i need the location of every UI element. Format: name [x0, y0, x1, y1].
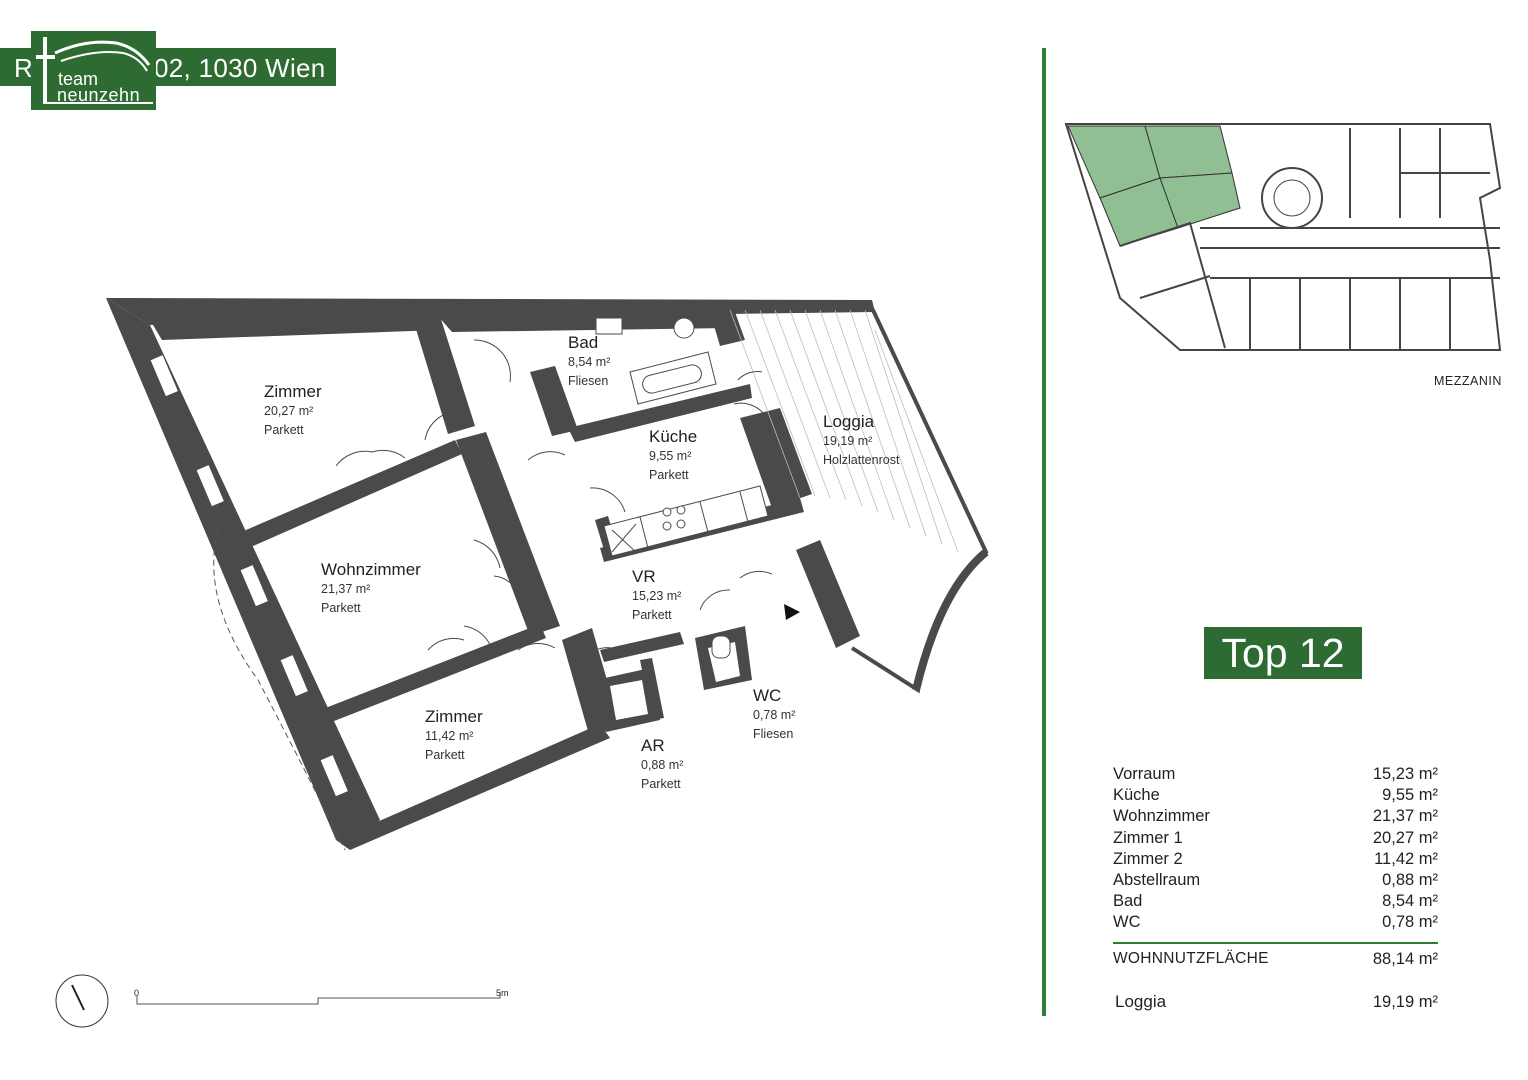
wall-bottom — [336, 724, 610, 850]
wall-wohn-bottom — [300, 624, 546, 732]
keyplan-label: MEZZANIN — [1434, 374, 1502, 388]
loggia-value: 19,19 m² — [1372, 993, 1438, 1011]
wall-loggia-left — [796, 540, 860, 648]
scale-start: 0 — [134, 988, 140, 998]
scale-end: 5m — [496, 988, 509, 998]
total-value: 88,14 m² — [1372, 950, 1438, 968]
unit-title: Top 12 — [1204, 627, 1362, 679]
summary-divider — [1113, 942, 1438, 944]
address-text: R 02, 1030 Wien — [14, 53, 325, 84]
address-left: R — [14, 53, 34, 83]
loggia-row: Loggia 19,19 m² — [1113, 991, 1438, 1013]
logo-team: team — [58, 69, 99, 89]
key-plan — [1064, 123, 1502, 351]
address-right: 02, 1030 Wien — [154, 53, 326, 83]
scale-bar — [136, 992, 501, 1005]
divider — [1042, 48, 1046, 1016]
floor-plan — [55, 298, 989, 1028]
logo-mark-icon — [36, 37, 153, 104]
loggia-label: Loggia — [1115, 992, 1167, 1011]
logo-neunzehn: neunzehn — [57, 85, 141, 105]
total-row: WOHNNUTZFLÄCHE 88,14 m² — [1113, 948, 1438, 970]
logo: team neunzehn — [31, 31, 156, 110]
wall-wohn-right — [456, 432, 560, 636]
wall-zimmer1-bottom — [232, 440, 462, 550]
total-label: WOHNNUTZFLÄCHE — [1113, 950, 1269, 967]
compass-icon — [55, 974, 109, 1028]
wall-zimmer1-right — [412, 316, 475, 434]
